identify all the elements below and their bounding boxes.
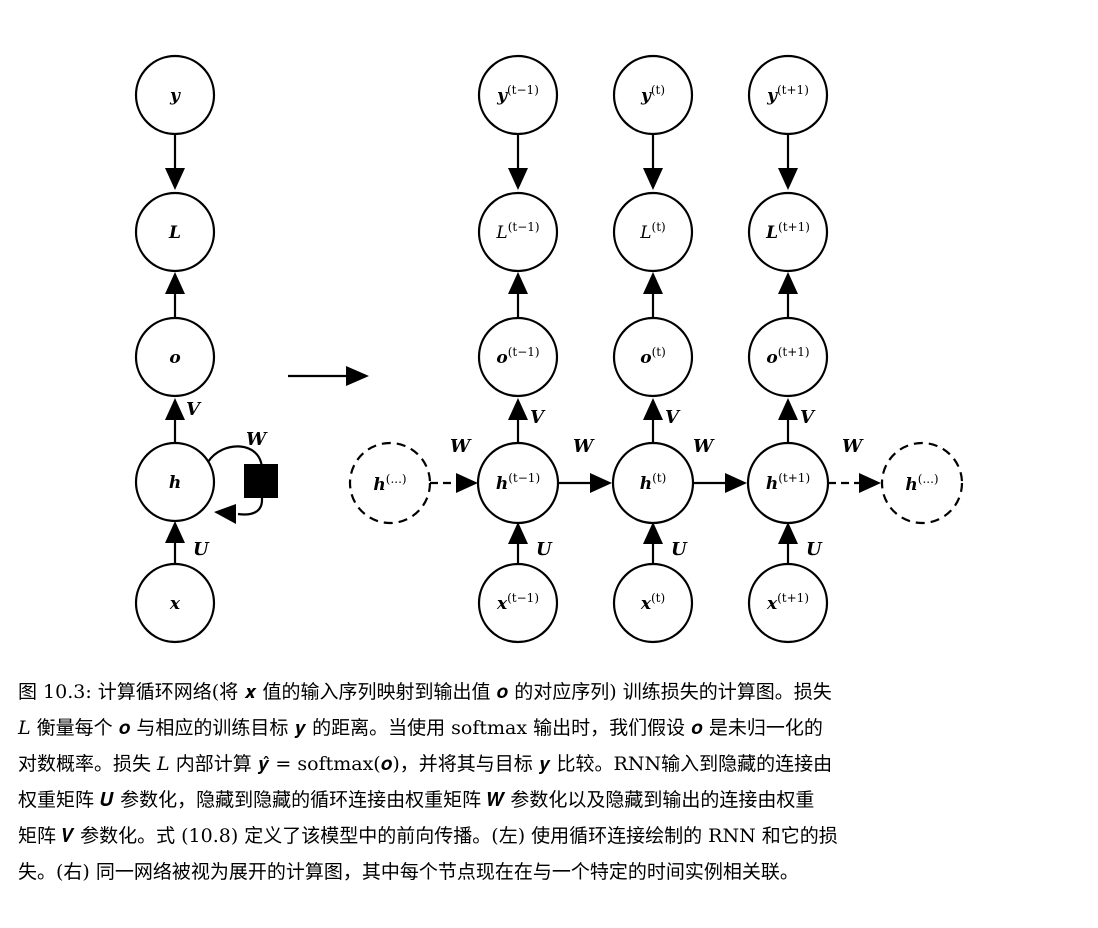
node-x bbox=[477, 562, 559, 644]
arrowhead-y-to-L bbox=[643, 168, 663, 190]
node-x bbox=[747, 562, 829, 644]
node-o-label: o bbox=[169, 348, 180, 368]
arrowhead-h-t-1-to-h-t bbox=[590, 473, 612, 493]
node-h bbox=[476, 441, 560, 525]
arrowhead-y-to-L bbox=[508, 168, 528, 190]
node-x-label: x bbox=[169, 594, 181, 614]
node-y-label: y bbox=[169, 86, 181, 106]
weight-U-label: U bbox=[536, 539, 553, 560]
node-L bbox=[477, 191, 559, 273]
weight-W-label-3: W bbox=[842, 436, 864, 457]
node-o-label: o(t−1) bbox=[496, 345, 539, 368]
node-L bbox=[134, 191, 216, 273]
weight-W-label-1: W bbox=[573, 436, 595, 457]
weight-U-label: U bbox=[193, 539, 210, 560]
weight-V-label: V bbox=[530, 407, 546, 428]
node-h-label: h(t+1) bbox=[766, 471, 810, 494]
node-o bbox=[612, 316, 694, 398]
node-h-label: h(t−1) bbox=[496, 471, 540, 494]
weight-V-label: V bbox=[800, 407, 816, 428]
node-o-label: o(t+1) bbox=[766, 345, 809, 368]
arrowhead-h-to-o bbox=[778, 398, 798, 420]
node-x-label: x(t) bbox=[640, 591, 665, 614]
arrowhead-h-to-o bbox=[165, 398, 185, 420]
node-L bbox=[612, 191, 694, 273]
arrowhead-x-to-h bbox=[778, 522, 798, 544]
arrowhead-h-to-o bbox=[643, 398, 663, 420]
node-y bbox=[134, 54, 216, 136]
arrowhead-h-to-o bbox=[508, 398, 528, 420]
arrowhead-x-to-h bbox=[508, 522, 528, 544]
node-L-label: L(t+1) bbox=[765, 220, 810, 243]
caption-line: 矩阵 𝑽 参数化。式 (10.8) 定义了该模型中的前向传播。(左) 使用循环连… bbox=[18, 825, 838, 847]
node-y bbox=[747, 54, 829, 136]
arrowhead-h-t-to-h-t1 bbox=[725, 473, 747, 493]
caption-line: 对数概率。损失 𝐿 内部计算 𝒚̂ = softmax(𝒐)，并将其与目标 𝒚 … bbox=[18, 753, 833, 775]
weight-U-label: U bbox=[671, 539, 688, 560]
node-x-label: x(t+1) bbox=[766, 591, 809, 614]
node-L bbox=[747, 191, 829, 273]
node-h bbox=[134, 441, 216, 523]
node-L-label: L bbox=[168, 223, 181, 243]
node-h-label: h bbox=[169, 473, 181, 493]
node-h-right-label: h(...) bbox=[905, 472, 938, 495]
caption-line: 失。(右) 同一网络被视为展开的计算图，其中每个节点现在在与一个特定的时间实例相… bbox=[18, 861, 799, 883]
weight-W-label-0: W bbox=[450, 436, 472, 457]
arrowhead-o-to-L bbox=[508, 272, 528, 294]
node-o bbox=[134, 316, 216, 398]
caption-line: 权重矩阵 𝑼 参数化，隐藏到隐藏的循环连接由权重矩阵 𝑾 参数化以及隐藏到输出的… bbox=[18, 789, 815, 811]
arrowhead-o-to-L bbox=[643, 272, 663, 294]
weight-U-label: U bbox=[806, 539, 823, 560]
delay-square bbox=[244, 464, 278, 498]
node-y bbox=[477, 54, 559, 136]
node-x-label: x(t−1) bbox=[496, 591, 539, 614]
node-y-label: y(t) bbox=[640, 83, 665, 106]
caption-line: 𝐿 衡量每个 𝒐 与相应的训练目标 𝒚 的距离。当使用 softmax 输出时，… bbox=[18, 717, 823, 739]
rnn-computational-graph: y L o h x V W U bbox=[134, 54, 964, 644]
node-y bbox=[612, 54, 694, 136]
node-x bbox=[134, 562, 216, 644]
unfold-arrowhead bbox=[346, 366, 369, 386]
node-x bbox=[612, 562, 694, 644]
unfolded-graph: h(...) h(...) W W W W y(t−1) L(t−1) bbox=[348, 54, 964, 644]
node-h bbox=[746, 441, 830, 525]
arrowhead-x-to-h bbox=[165, 521, 185, 543]
arrowhead-h-left-to-h-t-1 bbox=[456, 473, 478, 493]
arrowhead-h-t1-to-h-right bbox=[859, 473, 881, 493]
unfold-arrow bbox=[288, 366, 369, 386]
node-L-label: L(t−1) bbox=[495, 220, 539, 243]
arrowhead-x-to-h bbox=[643, 522, 663, 544]
node-L-label: L(t) bbox=[639, 220, 665, 243]
node-h-left bbox=[348, 441, 432, 525]
weight-W-label-2: W bbox=[693, 436, 715, 457]
node-h bbox=[611, 441, 695, 525]
folded-graph: y L o h x V W U bbox=[134, 54, 278, 644]
column-t-minus-1: y(t−1) L(t−1) o(t−1) h(t−1) x(t−1) V U bbox=[476, 54, 560, 644]
node-y-label: y(t+1) bbox=[766, 83, 809, 106]
arrowhead-self-loop bbox=[214, 504, 236, 524]
node-o bbox=[477, 316, 559, 398]
figure-caption: 图 10.3: 计算循环网络(将 𝒙 值的输入序列映射到输出值 𝒐 的对应序列)… bbox=[18, 674, 1082, 890]
weight-W-label: W bbox=[246, 429, 268, 450]
node-y-label: y(t−1) bbox=[496, 83, 539, 106]
node-h-left-label: h(...) bbox=[373, 472, 406, 495]
node-o bbox=[747, 316, 829, 398]
node-o-label: o(t) bbox=[640, 345, 666, 368]
caption-line: 图 10.3: 计算循环网络(将 𝒙 值的输入序列映射到输出值 𝒐 的对应序列)… bbox=[18, 681, 832, 703]
column-t-plus-1: y(t+1) L(t+1) o(t+1) h(t+1) x(t+1) V U bbox=[746, 54, 830, 644]
arrowhead-y-to-L bbox=[778, 168, 798, 190]
weight-V-label: V bbox=[665, 407, 681, 428]
node-h-label: h(t) bbox=[640, 471, 667, 494]
node-h-right bbox=[880, 441, 964, 525]
arrowhead-o-to-L bbox=[165, 272, 185, 294]
weight-V-label: V bbox=[186, 399, 202, 420]
column-t: y(t) L(t) o(t) h(t) x(t) V U bbox=[611, 54, 695, 644]
arrowhead-y-to-L bbox=[165, 168, 185, 190]
arrowhead-o-to-L bbox=[778, 272, 798, 294]
